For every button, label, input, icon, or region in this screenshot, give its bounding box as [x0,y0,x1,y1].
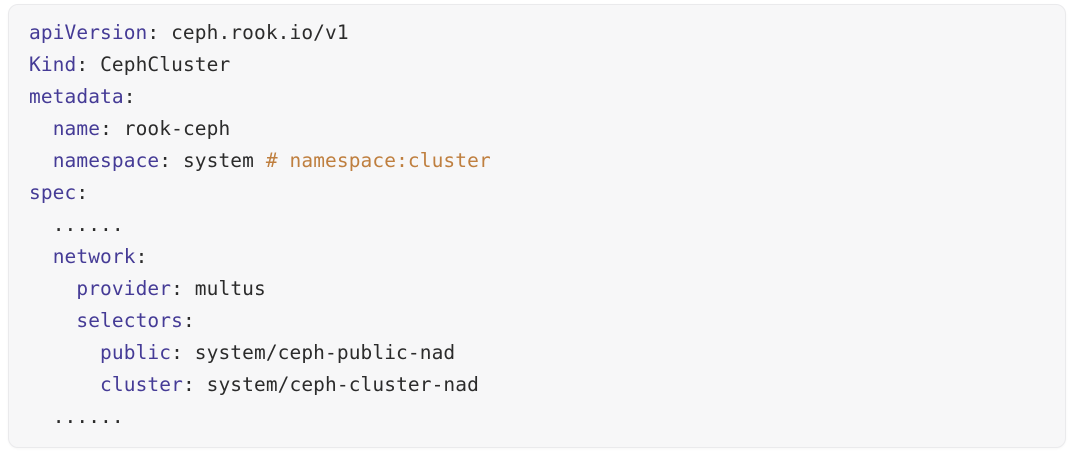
code-token-plain: ceph.rook.io/v1 [171,21,349,44]
code-line: ...... [29,401,1057,433]
code-token-dots: ...... [52,405,124,428]
code-token-key: apiVersion [29,21,148,44]
code-line: spec: [29,177,1057,209]
code-token-key: network [52,245,136,268]
code-line: selectors: [29,305,1057,337]
code-token-plain: multus [194,277,266,300]
code-token-key: name [52,117,101,140]
code-line: ...... [29,209,1057,241]
code-indent [29,341,100,364]
code-token-punct: : [147,21,172,44]
code-token-dots: ...... [52,213,124,236]
code-indent [29,117,53,140]
code-line: public: system/ceph-public-nad [29,337,1057,369]
code-indent [29,373,100,396]
code-indent [29,245,53,268]
code-token-plain: system [182,149,266,172]
code-token-plain: CephCluster [100,53,231,76]
code-token-plain: system/ceph-cluster-nad [206,373,479,396]
code-token-comment: # namespace:cluster [265,149,491,172]
code-token-punct: : [76,181,89,204]
code-token-punct: : [171,277,195,300]
code-token-key: metadata [29,85,124,108]
code-token-plain: rook-ceph [123,117,231,140]
code-line: provider: multus [29,273,1057,305]
code-token-punct: : [123,85,136,108]
code-token-punct: : [135,245,148,268]
code-line: network: [29,241,1057,273]
code-line: Kind: CephCluster [29,49,1057,81]
code-token-key: selectors [76,309,183,332]
code-line: name: rook-ceph [29,113,1057,145]
code-token-key: namespace [52,149,160,172]
code-line: namespace: system # namespace:cluster [29,145,1057,177]
code-token-punct: : [171,341,195,364]
code-line: cluster: system/ceph-cluster-nad [29,369,1057,401]
code-token-key: provider [76,277,172,300]
code-indent [29,277,76,300]
code-token-plain: system/ceph-public-nad [194,341,456,364]
code-line: apiVersion: ceph.rook.io/v1 [29,17,1057,49]
code-token-punct: : [100,117,124,140]
code-token-punct: : [182,373,207,396]
code-token-punct: : [182,309,195,332]
code-token-punct: : [76,53,101,76]
code-indent [29,213,53,236]
code-token-key: Kind [29,53,77,76]
code-indent [29,309,76,332]
code-indent [29,405,53,428]
code-line: metadata: [29,81,1057,113]
code-token-key: public [100,341,172,364]
code-token-punct: : [159,149,183,172]
code-token-key: cluster [100,373,183,396]
code-indent [29,149,53,172]
code-token-key: spec [29,181,77,204]
